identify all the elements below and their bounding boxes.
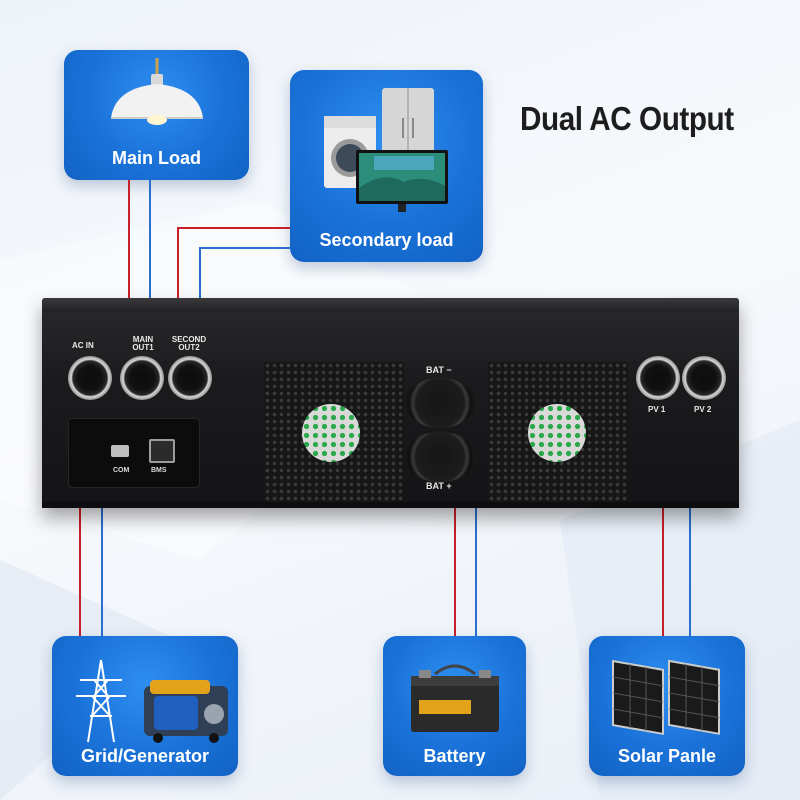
right-fan-grille bbox=[488, 362, 628, 502]
bat-neg-terminal bbox=[404, 378, 476, 428]
bms-rj45-port bbox=[149, 439, 175, 463]
inverter-rear-panel: AC IN MAIN OUT1 SECOND OUT2 BAT − BAT + … bbox=[42, 298, 739, 508]
power-tower-icon bbox=[76, 659, 126, 743]
pv1-port bbox=[636, 356, 680, 400]
device-bottom-lip bbox=[42, 502, 739, 508]
pv2-port bbox=[682, 356, 726, 400]
secondary-load-card: Secondary load bbox=[290, 70, 483, 262]
ac-in-port bbox=[68, 356, 112, 400]
battery-label: Battery bbox=[423, 746, 486, 766]
bms-label: BMS bbox=[151, 467, 167, 474]
main-out-label: MAIN OUT1 bbox=[132, 335, 154, 352]
pendant-lamp-icon bbox=[111, 58, 203, 125]
main-load-label: Main Load bbox=[112, 148, 201, 168]
main-out-port bbox=[120, 356, 164, 400]
com-usb-port bbox=[111, 445, 129, 457]
grid-generator-card: Grid/Generator bbox=[52, 636, 238, 776]
device-top-lip bbox=[42, 298, 739, 312]
ac-in-label: AC IN bbox=[72, 341, 94, 350]
left-fan-grille bbox=[264, 362, 404, 502]
bat-pos-terminal bbox=[404, 432, 476, 482]
car-battery-icon bbox=[411, 664, 499, 732]
secondary-load-label: Secondary load bbox=[319, 230, 454, 250]
grid-generator-label: Grid/Generator bbox=[80, 746, 210, 766]
com-bms-panel: COM BMS bbox=[68, 418, 200, 488]
main-load-card: Main Load bbox=[64, 50, 249, 180]
page-title: Dual AC Output bbox=[520, 100, 734, 137]
solar-panel-card: Solar Panle bbox=[589, 636, 745, 776]
bat-pos-label: BAT + bbox=[426, 481, 452, 491]
pv1-label: PV 1 bbox=[648, 405, 666, 414]
battery-card: Battery bbox=[383, 636, 526, 776]
right-fan-hub bbox=[528, 404, 586, 462]
solar-panel-label: Solar Panle bbox=[617, 746, 717, 766]
com-label: COM bbox=[113, 467, 130, 474]
pv2-label: PV 2 bbox=[694, 405, 712, 414]
left-fan-hub bbox=[302, 404, 360, 462]
solar-panel-icon bbox=[612, 659, 720, 736]
second-out-label: SECOND OUT2 bbox=[171, 335, 207, 352]
generator-icon bbox=[144, 680, 228, 743]
second-out-port bbox=[168, 356, 212, 400]
appliances-icon bbox=[324, 88, 448, 212]
bat-neg-label: BAT − bbox=[426, 365, 452, 375]
